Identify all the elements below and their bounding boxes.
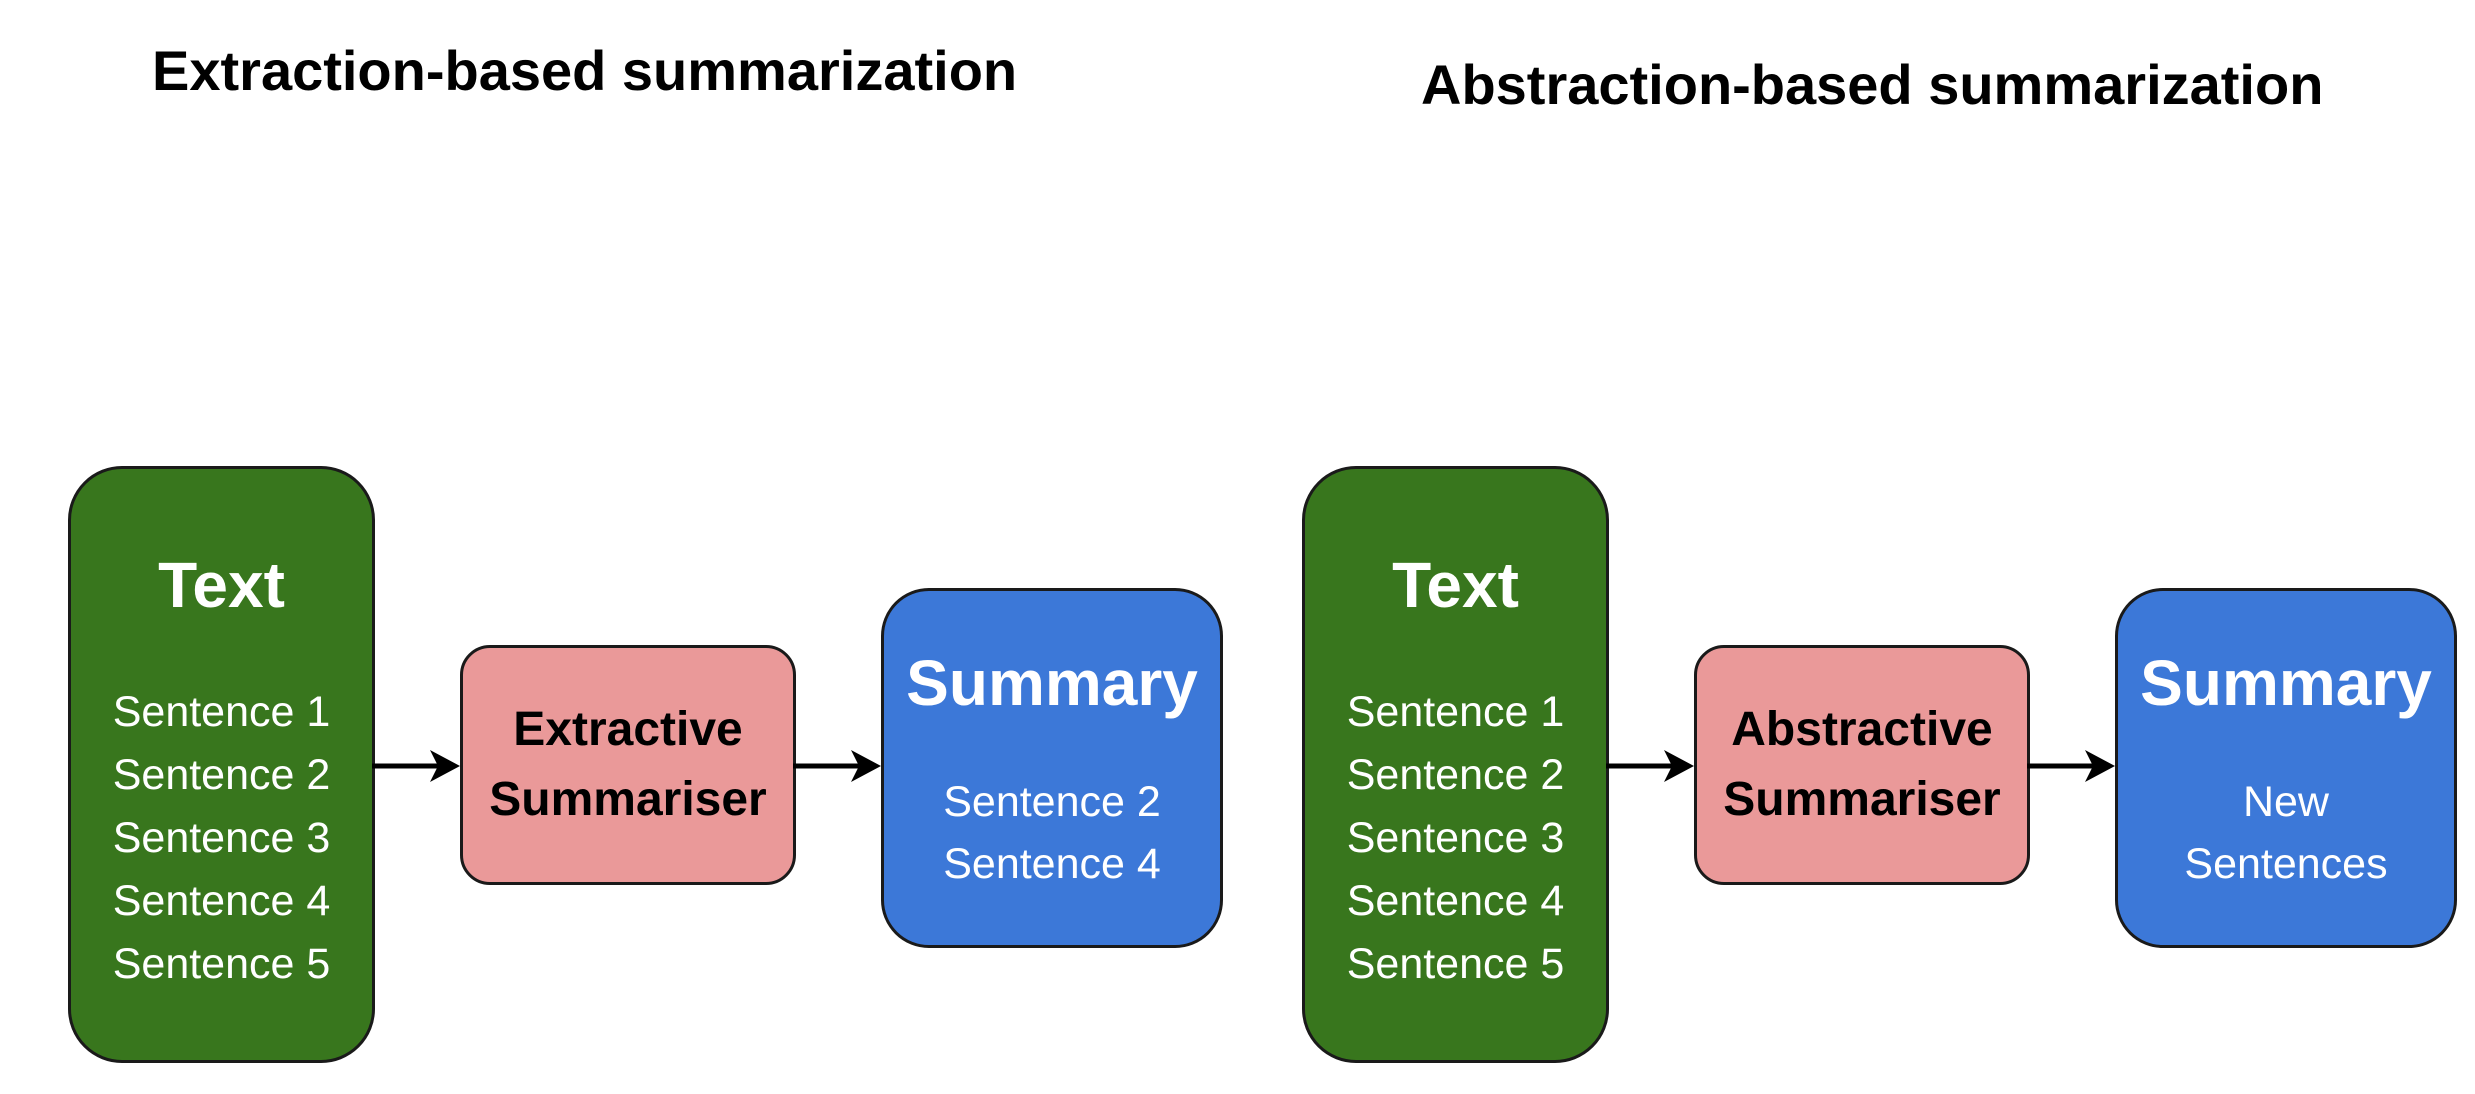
summary-line: Sentences: [2184, 840, 2388, 888]
text-box-heading: Text: [1392, 549, 1519, 621]
sentence-item: Sentence 3: [1346, 814, 1565, 862]
summary-lines: New Sentences: [2184, 771, 2387, 895]
extraction-text-box: Text Sentence 1 Sentence 2 Sentence 3 Se…: [68, 466, 375, 1063]
sentence-item: Sentence 5: [1346, 940, 1565, 988]
sentence-list: Sentence 1 Sentence 2 Sentence 3 Sentenc…: [1347, 681, 1565, 996]
sentence-item: Sentence 2: [112, 751, 331, 799]
summariser-label-line1: Extractive: [513, 703, 743, 756]
summariser-label-line1: Abstractive: [1731, 703, 1993, 756]
sentence-item: Sentence 4: [112, 877, 331, 925]
sentence-item: Sentence 1: [1346, 688, 1565, 736]
sentence-item: Sentence 1: [112, 688, 331, 736]
abstraction-summary-box: Summary New Sentences: [2115, 588, 2457, 948]
sentence-item: Sentence 3: [112, 814, 331, 862]
sentence-item: Sentence 2: [1346, 751, 1565, 799]
arrow-right-icon: [1606, 750, 1694, 782]
summariser-label-line2: Summariser: [1723, 773, 2001, 826]
summary-heading: Summary: [906, 647, 1198, 719]
sentence-item: Sentence 4: [1346, 877, 1565, 925]
extraction-summary-box: Summary Sentence 2 Sentence 4: [881, 588, 1223, 948]
summary-heading: Summary: [2140, 647, 2432, 719]
arrow-right-icon: [793, 750, 881, 782]
sentence-list: Sentence 1 Sentence 2 Sentence 3 Sentenc…: [113, 681, 331, 996]
extractive-summariser-box: Extractive Summariser: [460, 645, 796, 885]
summary-line: New: [2242, 778, 2329, 826]
sentence-item: Sentence 5: [112, 940, 331, 988]
summary-line: Sentence 4: [943, 840, 1161, 888]
arrow-right-icon: [372, 750, 460, 782]
abstraction-panel-title: Abstraction-based summarization: [1421, 53, 2324, 116]
summary-lines: Sentence 2 Sentence 4: [943, 771, 1161, 895]
summariser-label-line2: Summariser: [489, 773, 767, 826]
arrow-right-icon: [2027, 750, 2115, 782]
text-box-heading: Text: [158, 549, 285, 621]
extraction-panel-title: Extraction-based summarization: [152, 39, 1018, 102]
abstraction-text-box: Text Sentence 1 Sentence 2 Sentence 3 Se…: [1302, 466, 1609, 1063]
summary-line: Sentence 2: [943, 778, 1161, 826]
abstractive-summariser-box: Abstractive Summariser: [1694, 645, 2030, 885]
